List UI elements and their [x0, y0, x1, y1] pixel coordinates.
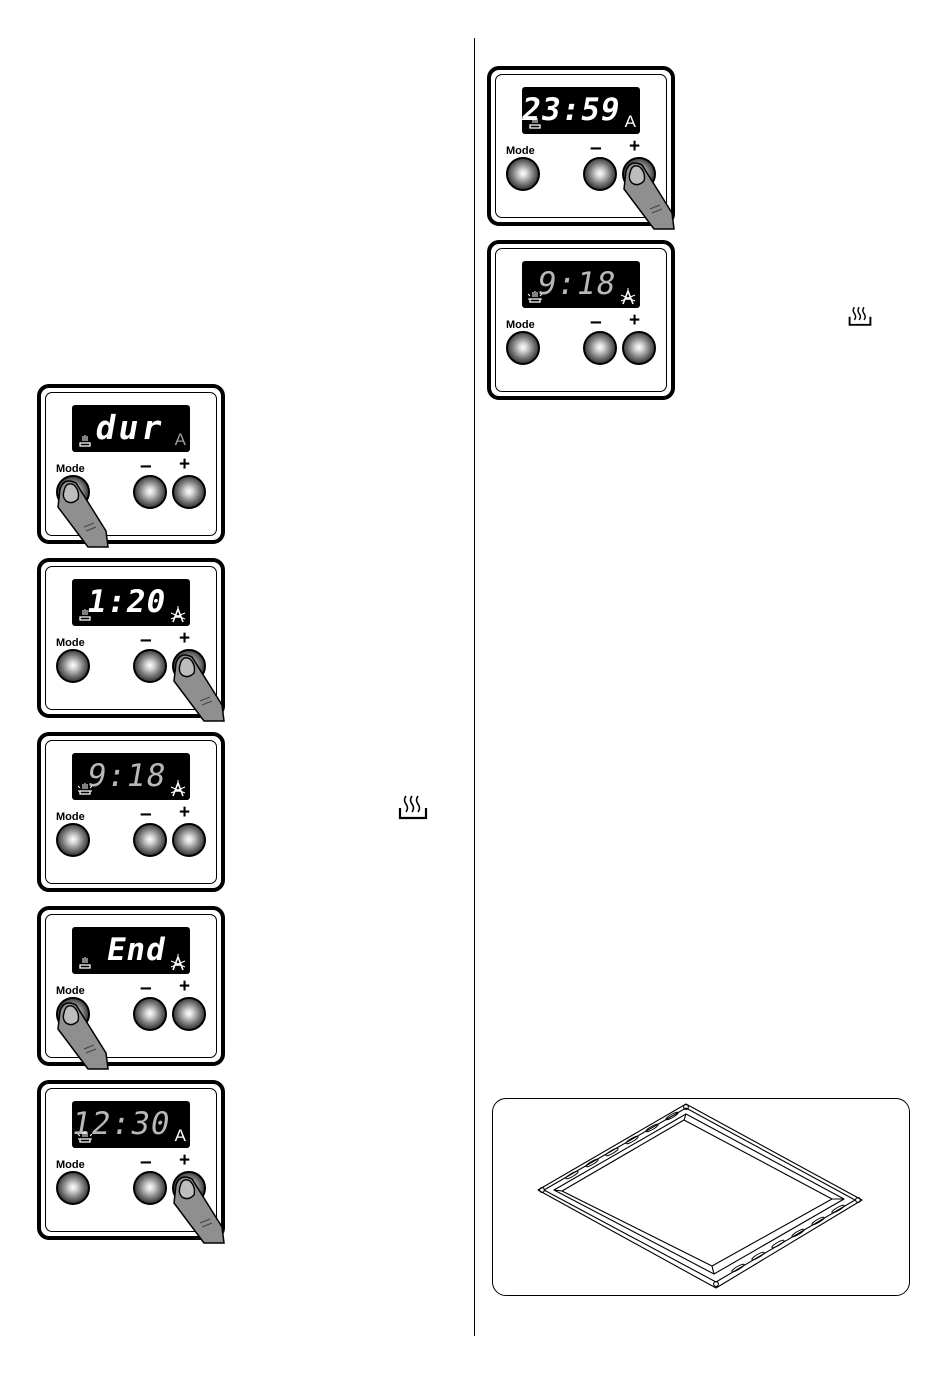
mode-label: Mode: [56, 463, 85, 475]
plus-label: +: [629, 310, 640, 332]
minus-button[interactable]: [583, 157, 617, 191]
plus-button[interactable]: [172, 823, 206, 857]
cooking-indicator: [77, 434, 93, 448]
lcd-display: 1:20: [72, 579, 190, 626]
plus-button[interactable]: [172, 997, 206, 1031]
finger-press-icon: [62, 1005, 122, 1085]
minus-button[interactable]: [133, 823, 167, 857]
finger-press-icon: [62, 483, 122, 563]
blinking-pot-icon: [77, 1130, 93, 1144]
finger-press-icon: [178, 1179, 238, 1259]
blinking-auto-indicator: [620, 288, 636, 305]
mode-button[interactable]: [506, 331, 540, 365]
minus-label: –: [140, 1151, 152, 1173]
auto-indicator: [170, 780, 186, 797]
cooking-indicator: [77, 608, 93, 622]
auto-indicator: A: [625, 113, 636, 131]
blinking-pot-icon: [527, 290, 543, 304]
auto-indicator: [170, 606, 186, 623]
lcd-display: End: [72, 927, 190, 974]
mode-button[interactable]: [56, 1171, 90, 1205]
mode-button[interactable]: [56, 649, 90, 683]
minus-label: –: [590, 137, 602, 159]
plus-button[interactable]: [172, 475, 206, 509]
auto-indicator: [170, 954, 186, 971]
minus-button[interactable]: [133, 475, 167, 509]
minus-label: –: [140, 455, 152, 477]
minus-label: –: [140, 629, 152, 651]
finger-press-icon: [628, 165, 688, 245]
mode-button[interactable]: [56, 823, 90, 857]
cooking-indicator: [77, 1130, 93, 1144]
minus-button[interactable]: [583, 331, 617, 365]
pot-icon: [77, 956, 93, 970]
cooking-indicator: [527, 290, 543, 304]
minus-button[interactable]: [133, 1171, 167, 1205]
plus-label: +: [179, 1150, 190, 1172]
mode-button[interactable]: [506, 157, 540, 191]
blinking-auto-indicator: [170, 780, 186, 797]
cooking-pot-icon: [398, 794, 428, 820]
minus-label: –: [140, 803, 152, 825]
display-readout: dur: [93, 409, 170, 447]
lcd-display: 9:18: [72, 753, 190, 800]
plus-button[interactable]: [622, 331, 656, 365]
finger-press-icon: [178, 657, 238, 737]
plus-label: +: [179, 976, 190, 998]
mode-label: Mode: [56, 811, 85, 823]
pot-icon: [527, 116, 543, 130]
cooking-indicator: [77, 956, 93, 970]
plus-label: +: [179, 802, 190, 824]
mode-label: Mode: [56, 985, 85, 997]
cooking-pot-icon: [848, 305, 872, 327]
column-divider: [474, 38, 475, 1336]
plus-label: +: [179, 454, 190, 476]
auto-indicator: A: [175, 431, 186, 449]
blinking-pot-icon: [77, 782, 93, 796]
mode-label: Mode: [56, 637, 85, 649]
cooking-indicator: [527, 116, 543, 130]
pot-icon: [77, 434, 93, 448]
mode-label: Mode: [56, 1159, 85, 1171]
cooking-indicator: [77, 782, 93, 796]
mode-label: Mode: [506, 319, 535, 331]
auto-indicator: A: [175, 1127, 186, 1145]
plus-label: +: [179, 628, 190, 650]
baking-tray-frame: [492, 1098, 910, 1296]
minus-button[interactable]: [133, 649, 167, 683]
minus-label: –: [140, 977, 152, 999]
baking-tray-illustration: [492, 1098, 910, 1296]
auto-indicator: [620, 288, 636, 305]
mode-label: Mode: [506, 145, 535, 157]
blinking-auto-indicator: [170, 954, 186, 971]
lcd-display: 9:18: [522, 261, 640, 308]
minus-label: –: [590, 311, 602, 333]
blinking-auto-indicator: [170, 606, 186, 623]
minus-button[interactable]: [133, 997, 167, 1031]
pot-icon: [77, 608, 93, 622]
plus-label: +: [629, 136, 640, 158]
